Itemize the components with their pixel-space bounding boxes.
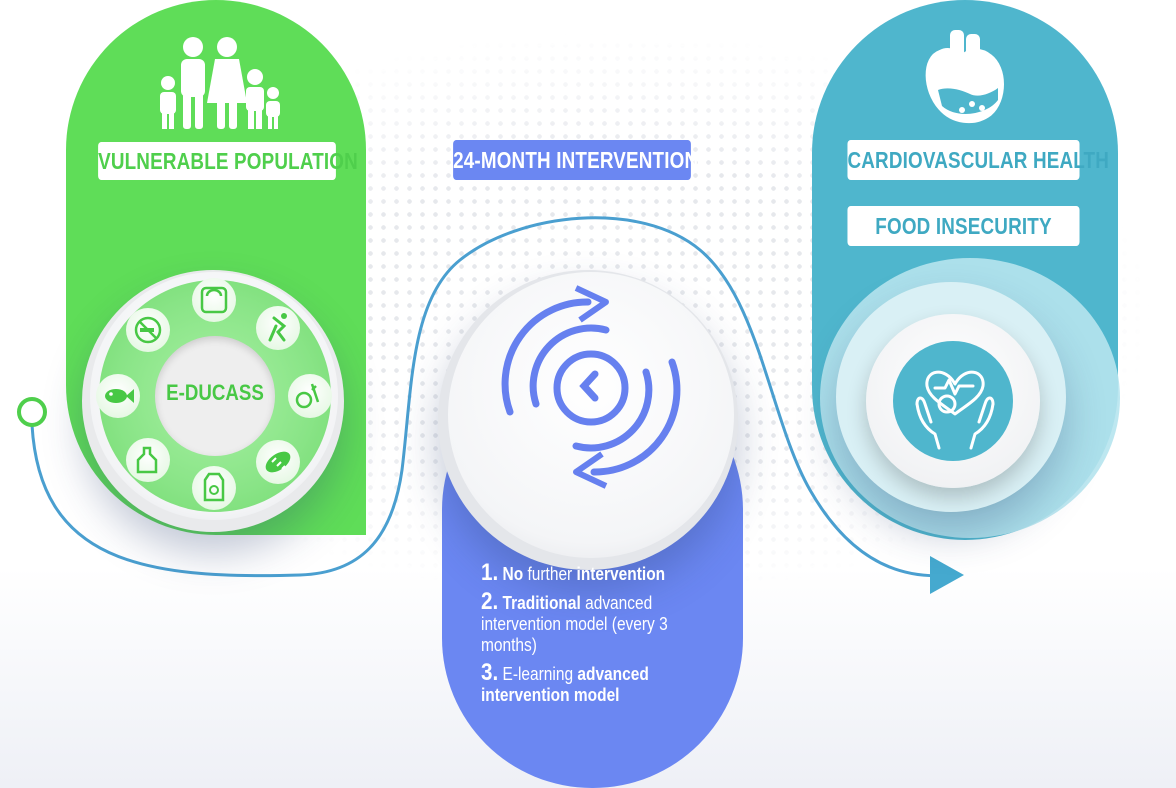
arrow-head-icon: [930, 556, 964, 594]
cycle-clock-icon: [501, 285, 681, 489]
option-1: 1. No further intervention: [481, 559, 666, 586]
option-3: 3. E-learning advanced intervention mode…: [481, 659, 649, 706]
family-icon: [160, 37, 280, 129]
connector-line: [30, 216, 951, 578]
intervention-duration-label: 24-MONTH INTERVENTION: [453, 140, 698, 180]
hands-heart-icon: [915, 370, 995, 450]
food-insecurity-label: FOOD INSECURITY: [847, 206, 1080, 246]
no-smoking-icon: [126, 308, 170, 352]
scale-icon: [192, 278, 236, 322]
start-node: [17, 397, 47, 427]
running-icon: [256, 306, 300, 350]
bread-icon: [256, 440, 300, 484]
fish-icon: [96, 374, 140, 418]
option-2: 2. Traditional advanced intervention mod…: [481, 588, 668, 656]
intervention-options: 1. No further intervention 2. Traditiona…: [481, 559, 696, 712]
oil-bottle-icon: [126, 438, 170, 482]
cycle-disc: [448, 272, 734, 558]
anatomical-heart-icon: [925, 30, 1004, 124]
cardiovascular-health-label: CARDIOVASCULAR HEALTH: [847, 140, 1109, 180]
e-ducass-center: [155, 336, 275, 456]
milk-carton-icon: [192, 466, 236, 510]
vegetables-icon: [288, 374, 332, 418]
vulnerable-population-label: VULNERABLE POPULATION: [98, 142, 358, 180]
hub-icons: [96, 278, 332, 510]
e-ducass-label: E-DUCASS: [166, 380, 264, 405]
